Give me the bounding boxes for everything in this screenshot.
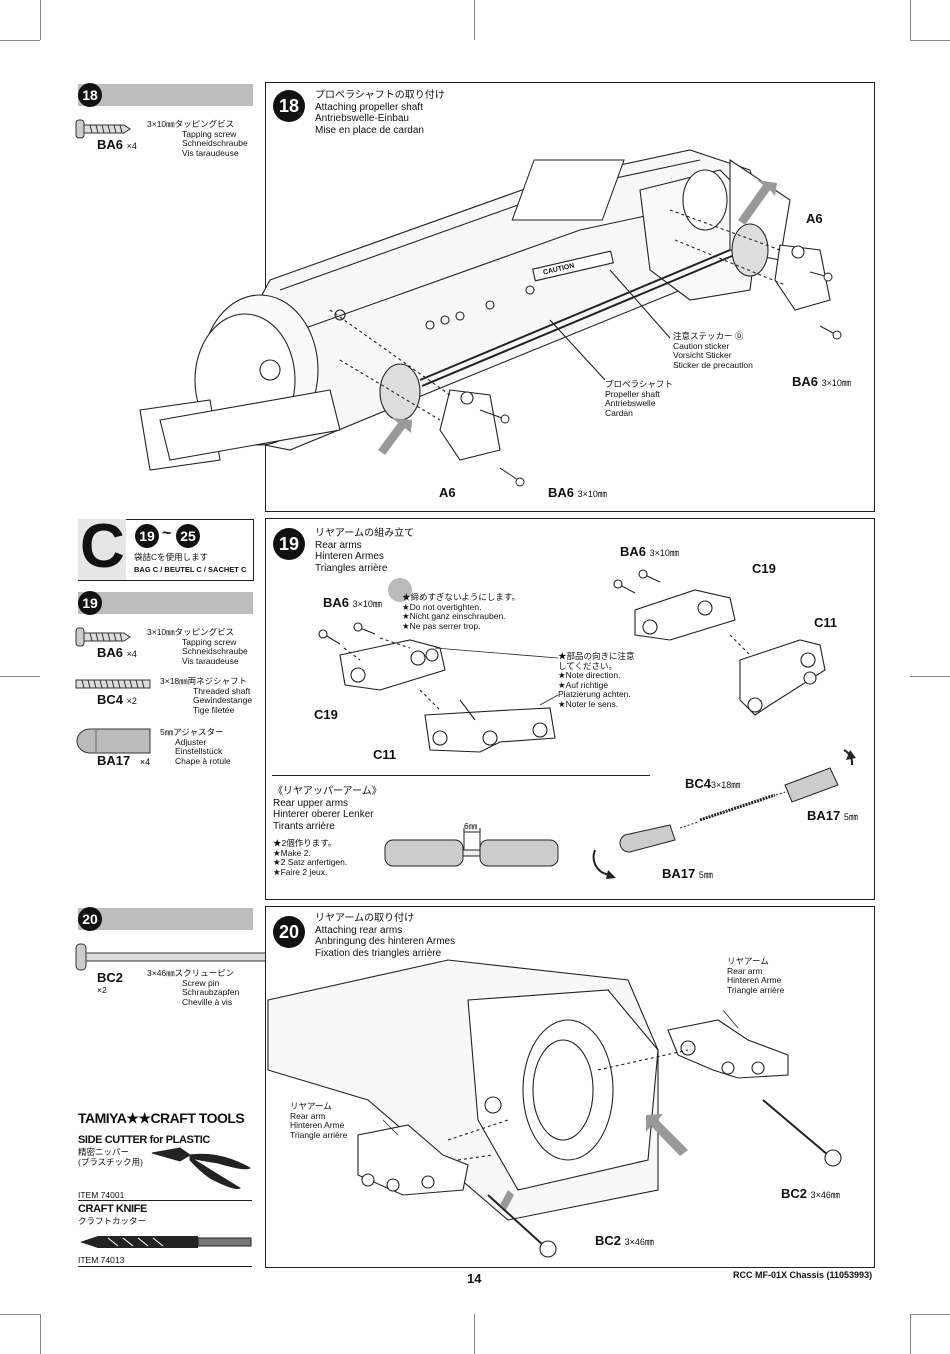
bag-c-range-to: 25 [176, 524, 200, 548]
step19-upper-title: 《リヤアッパーアーム》Rear upper arms Hinterer ober… [273, 786, 382, 832]
tools-knife-item: ITEM 74013 [78, 1255, 125, 1265]
step18-label-ba6-bottom: BA6 3×10㎜ [548, 485, 607, 500]
step20-label-bc2-bottom: BC2 3×46㎜ [595, 1233, 654, 1248]
step19-upper-make: ★2個作ります。★Make 2. ★2 Satz anfertigen.★Fai… [273, 838, 348, 877]
step19-label-c11-right: C11 [814, 615, 838, 630]
bag-c-eu: BAG C / BEUTEL C / SACHET C [134, 565, 247, 574]
step19-label-bc4: BC43×18㎜ [685, 776, 741, 791]
step19-label-ba17-right: BA17 5㎜ [807, 808, 858, 823]
step18-bar [78, 84, 253, 106]
side-cutter-icon [151, 1147, 251, 1189]
step20-part-qty: ×2 [97, 985, 107, 995]
registration-mark [0, 40, 40, 41]
step18-label-ba6-right: BA6 3×10㎜ [792, 374, 851, 389]
step18-chassis-drawing [139, 149, 842, 487]
page-number: 14 [467, 1271, 482, 1286]
registration-mark [910, 1314, 950, 1315]
step19-part-ba6: BA6 ×4 [97, 645, 137, 660]
step19-big-number: 19 [273, 528, 305, 560]
registration-mark [910, 0, 911, 40]
step19-label-c11-left: C11 [373, 747, 397, 762]
step19-part-ba17: BA17 ×4 [97, 753, 151, 768]
adjuster-ba17-icon [76, 728, 151, 754]
registration-mark [474, 0, 475, 40]
registration-mark [910, 1314, 911, 1354]
step19-note-direction: ★部品の向きに注意してください。★Note direction. ★Auf ri… [558, 651, 635, 709]
bag-c-range-from: 19 [135, 524, 159, 548]
step19-panel [265, 518, 875, 900]
footer-model: RCC MF-01X Chassis (11053993) [733, 1270, 873, 1280]
step18-part-name: BA6 ×4 [97, 137, 137, 152]
step18-label-a6-bottom: A6 [439, 485, 456, 500]
screw-ba6-icon [75, 627, 131, 647]
step19-note-overtighten: ★締めすぎないようにします。★Do not overtighten. ★Nich… [402, 592, 520, 631]
step19-upper-drawing [384, 749, 856, 879]
step19-upper-gap: 6㎜ [464, 821, 478, 831]
step19-part-bc4: BC4 ×2 [97, 692, 137, 707]
step19-arms-drawing [318, 569, 826, 753]
bag-c-jp: 袋詰Cを使用します [134, 552, 209, 562]
step18-part-desc: 3×10㎜タッピングビス Tapping screw Schneidschrau… [147, 119, 248, 158]
step19-number: 19 [78, 591, 102, 615]
tools-cutter-jp: 精密ニッパー(プラスチック用) [78, 1147, 143, 1167]
tools-knife-jp: クラフトカッター [78, 1216, 147, 1226]
bag-c-letter-box [78, 519, 126, 580]
step20-number: 20 [78, 907, 102, 931]
step19-label-ba6-right: BA6 3×10㎜ [620, 544, 679, 559]
registration-mark [474, 1314, 475, 1354]
screw-pin-bc2-icon [75, 943, 275, 971]
step18-number: 18 [78, 83, 102, 107]
screw-ba6-icon [75, 119, 131, 139]
step19-label-ba17-bottom: BA17 5㎜ [662, 866, 713, 881]
step19-label-ba6-left: BA6 3×10㎜ [323, 595, 382, 610]
registration-mark [40, 1314, 41, 1354]
craft-knife-icon [80, 1236, 252, 1248]
tools-brand: TAMIYA★★CRAFT TOOLS [78, 1110, 245, 1126]
step19-bar [78, 592, 253, 614]
tools-knife-title: CRAFT KNIFE [78, 1203, 147, 1215]
registration-mark [910, 676, 950, 677]
bag-c-range-sep: ~ [162, 525, 172, 542]
step20-label-bc2-right: BC2 3×46㎜ [781, 1186, 840, 1201]
tools-cutter-item: ITEM 74001 [78, 1190, 125, 1200]
tools-cutter-title: SIDE CUTTER for PLASTIC [78, 1134, 210, 1146]
step19-label-c19-left: C19 [314, 707, 338, 722]
tools-cutter-divider [78, 1200, 252, 1201]
registration-mark [0, 676, 40, 677]
tools-bottom-line [78, 1266, 252, 1267]
step20-rear-drawing [267, 959, 842, 1258]
registration-mark [40, 0, 41, 40]
bag-c-letter: C [80, 512, 125, 581]
registration-mark [910, 40, 950, 41]
registration-mark [0, 1314, 40, 1315]
step20-part-name: BC2 [97, 970, 124, 985]
step19-label-c19-right: C19 [752, 561, 776, 576]
step18-label-a6-top: A6 [806, 211, 823, 226]
step20-big-number: 20 [273, 916, 305, 948]
step19-divider [272, 775, 650, 776]
step18-big-number: 18 [273, 90, 305, 122]
threaded-shaft-bc4-icon [75, 679, 151, 689]
step20-bar [78, 908, 253, 930]
